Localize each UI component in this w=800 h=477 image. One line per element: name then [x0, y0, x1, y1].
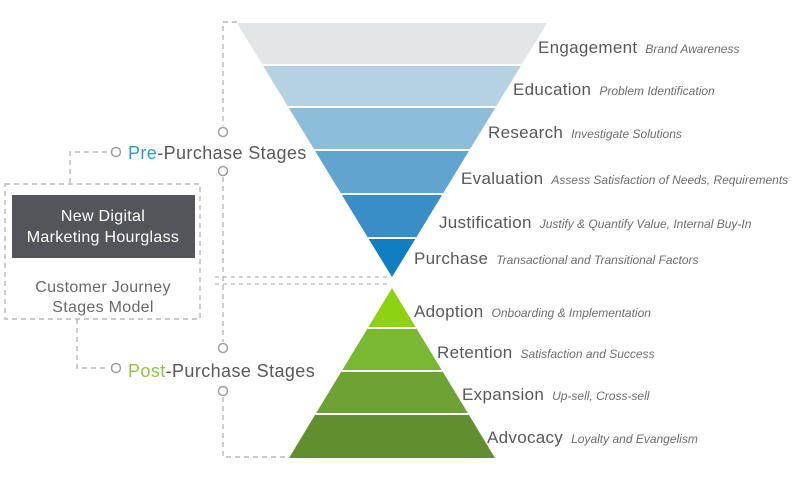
stage-name-text: Retention	[437, 343, 512, 362]
connector-node	[217, 342, 229, 354]
connector-pre-elbow	[69, 151, 108, 183]
connector-nodes	[110, 126, 229, 397]
post-purchase-label-rest: -Purchase Stages	[166, 361, 315, 381]
pyramid-label-retention: Retention Satisfaction and Success	[437, 343, 655, 362]
post-purchase-label: Post-Purchase Stages	[128, 361, 315, 381]
stage-desc-text: Loyalty and Evangelism	[571, 432, 698, 446]
title-line-2: Marketing Hourglass	[27, 229, 179, 246]
stage-name-text: Adoption	[414, 302, 484, 321]
funnel-segment-research	[288, 107, 496, 150]
stage-name-text: Expansion	[462, 385, 544, 404]
stage-labels: Engagement Brand Awareness Education Probl…	[414, 38, 788, 447]
title-box	[12, 195, 195, 258]
stage-name-text: Purchase	[414, 249, 488, 268]
post-purchase-pyramid	[289, 288, 495, 458]
stage-name-text: Justification	[439, 213, 532, 232]
stage-desc-text: Problem Identification	[599, 84, 715, 98]
funnel-segment-education	[262, 65, 522, 107]
funnel-label-education: Education Problem Identification	[513, 80, 715, 99]
connector-node	[110, 146, 122, 158]
subtitle-text: Customer Journey Stages Model	[35, 279, 171, 316]
stage-desc-text: Justify & Quantify Value, Internal Buy-I…	[539, 217, 752, 231]
subtitle-line-1: Customer Journey	[35, 279, 171, 296]
connector-node	[217, 126, 229, 138]
connector-post-elbow	[76, 319, 108, 369]
stage-desc-text: Investigate Solutions	[571, 127, 682, 141]
funnel-label-purchase: Purchase Transactional and Transitional F…	[414, 249, 699, 268]
pyramid-segment-retention	[341, 328, 443, 371]
pyramid-label-expansion: Expansion Up-sell, Cross-sell	[462, 385, 650, 404]
funnel-label-engagement: Engagement Brand Awareness	[538, 38, 739, 57]
stage-desc-text: Assess Satisfaction of Needs, Requiremen…	[550, 173, 788, 187]
pyramid-label-advocacy: Advocacy Loyalty and Evangelism	[487, 428, 698, 447]
stage-desc-text: Transactional and Transitional Factors	[496, 253, 698, 267]
pre-purchase-label: Pre-Purchase Stages	[128, 143, 307, 163]
pre-purchase-label-accent: Pre	[128, 143, 157, 163]
post-purchase-label-accent: Post	[128, 361, 166, 381]
funnel-label-justification: Justification Justify & Quantify Value, I…	[439, 213, 752, 232]
funnel-segment-evaluation	[314, 150, 470, 194]
stage-desc-text: Satisfaction and Success	[520, 347, 654, 361]
funnel-label-evaluation: Evaluation Assess Satisfaction of Needs, …	[461, 169, 788, 188]
funnel-segment-engagement	[237, 23, 547, 65]
stage-desc-text: Onboarding & Implementation	[492, 306, 652, 320]
connector-lines	[4, 21, 389, 458]
stage-name-text: Education	[513, 80, 591, 99]
pre-purchase-label-rest: -Purchase Stages	[157, 143, 306, 163]
connector-node	[217, 165, 229, 177]
stage-desc-text: Up-sell, Cross-sell	[552, 389, 650, 403]
stage-desc-text: Brand Awareness	[645, 42, 739, 56]
pre-purchase-funnel	[237, 23, 547, 277]
title-box-text: New Digital Marketing Hourglass	[27, 208, 179, 246]
funnel-segment-justification	[341, 194, 443, 238]
title-group-dashed-frame	[4, 183, 201, 320]
connector-bottom-segment	[222, 397, 289, 458]
pyramid-label-adoption: Adoption Onboarding & Implementation	[414, 302, 651, 321]
title-line-1: New Digital	[61, 208, 145, 225]
pyramid-segment-expansion	[315, 371, 469, 414]
connector-node	[217, 385, 229, 397]
stage-name-text: Evaluation	[461, 169, 543, 188]
funnel-label-research: Research Investigate Solutions	[488, 123, 682, 142]
connector-top-segment	[222, 21, 237, 126]
subtitle-line-2: Stages Model	[52, 299, 153, 316]
pyramid-segment-adoption	[367, 288, 417, 328]
funnel-segment-purchase	[368, 238, 416, 277]
stage-name-text: Research	[488, 123, 563, 142]
connector-node	[110, 362, 122, 374]
pyramid-segment-advocacy	[289, 414, 495, 458]
stage-name-text: Advocacy	[487, 428, 563, 447]
stage-name-text: Engagement	[538, 38, 637, 57]
